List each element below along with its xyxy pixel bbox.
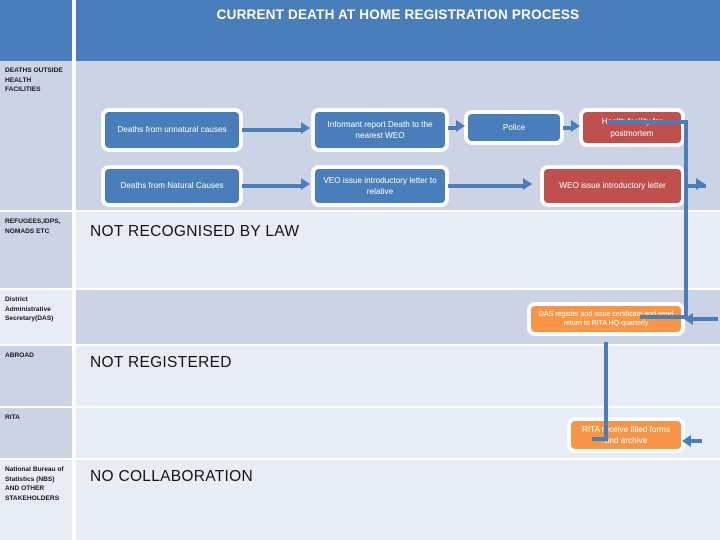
row-body-deaths-outside-health-facilities: Deaths from unnatural causes Informant r…	[76, 61, 720, 212]
arrowhead-health-facility-to-das	[684, 313, 693, 325]
row-label-deaths-outside-health-facilities: DEATHS OUTSIDE HEALTH FACILITIES	[0, 61, 74, 212]
row-body-rita: RITA receive filled forms and archive	[76, 408, 720, 460]
box-das-register-and-issue-certificate[interactable]: DAS register and issue certificate and s…	[528, 303, 684, 335]
box-label: Informant report Death to the nearest WE…	[327, 119, 433, 140]
connector-health-facility-to-das-horizontal	[692, 317, 718, 321]
box-weo-issue-introductory-letter[interactable]: WEO issue introductory letter	[541, 166, 684, 206]
connector-health-facility-to-das-vertical	[684, 120, 688, 319]
box-label: Police	[502, 122, 526, 132]
box-informant-report-death[interactable]: Informant report Death to the nearest WE…	[312, 109, 448, 151]
arrowhead-veo-to-weo	[523, 178, 532, 190]
page-title: CURRENT DEATH AT HOME REGISTRATION PROCE…	[76, 0, 720, 61]
arrowhead-unnatural-to-informant	[301, 122, 310, 134]
box-police[interactable]: Police	[465, 111, 563, 144]
connector-rita-inbound-horizontal	[592, 437, 608, 441]
arrowhead-police-to-health-facility	[571, 120, 580, 132]
arrowhead-informant-to-police	[456, 120, 465, 132]
row-label-district-administrative-secretary: District Administrative Secretary(DAS)	[0, 290, 74, 346]
box-label: RITA receive filled forms and archive	[581, 424, 671, 445]
arrowhead-natural-to-veo	[301, 178, 310, 190]
box-label: DAS register and issue certificate and s…	[538, 310, 674, 327]
statement-not-registered: NOT REGISTERED	[90, 354, 232, 371]
connector-natural-to-veo	[242, 184, 302, 188]
connector-informant-to-police	[448, 126, 457, 130]
row-label-abroad: ABROAD	[0, 346, 74, 408]
connector-das-to-rita-horizontal	[690, 439, 702, 443]
connector-police-to-health-facility	[563, 126, 573, 130]
connector-das-inbound-horizontal	[640, 315, 688, 319]
connector-das-to-rita-vertical	[604, 342, 608, 440]
box-rita-receive-filled-forms-and-archive[interactable]: RITA receive filled forms and archive	[568, 418, 684, 452]
header-corner-cell	[0, 0, 74, 61]
arrowhead-weo-to-right-bus	[696, 178, 705, 190]
box-label: VEO issue introductory letter to relativ…	[323, 175, 437, 196]
statement-not-recognised-by-law: NOT RECOGNISED BY LAW	[90, 223, 300, 240]
connector-weo-to-right-bus	[684, 184, 706, 188]
row-body-district-administrative-secretary: DAS register and issue certificate and s…	[76, 290, 720, 346]
box-label: WEO issue introductory letter	[559, 181, 666, 191]
statement-no-collaboration: NO COLLABORATION	[90, 468, 253, 485]
row-body-national-bureau-of-statistics: NO COLLABORATION	[76, 460, 720, 540]
connector-unnatural-to-informant	[242, 128, 302, 132]
connector-veo-to-weo	[448, 184, 524, 188]
box-veo-issue-introductory-letter-to-relative[interactable]: VEO issue introductory letter to relativ…	[312, 166, 448, 206]
box-health-facility-for-postmortem[interactable]: Health facility for postmortem	[580, 109, 684, 146]
row-label-refugees-idps-nomads: REFUGEES,IDPS, NOMADS ETC	[0, 212, 74, 290]
row-label-national-bureau-of-statistics: National Bureau of Statistics (NBS) AND …	[0, 460, 74, 540]
row-label-rita: RITA	[0, 408, 74, 460]
box-label: Deaths from unnatural causes	[117, 125, 227, 135]
box-deaths-from-unnatural-causes[interactable]: Deaths from unnatural causes	[102, 109, 242, 151]
connector-health-facility-exit-horizontal	[608, 120, 688, 124]
row-body-refugees-idps-nomads: NOT RECOGNISED BY LAW	[76, 212, 720, 290]
row-body-abroad: NOT REGISTERED	[76, 346, 720, 408]
arrowhead-das-to-rita	[682, 435, 691, 447]
box-deaths-from-natural-causes[interactable]: Deaths from Natural Causes	[102, 166, 242, 206]
box-label: Deaths from Natural Causes	[120, 181, 224, 191]
